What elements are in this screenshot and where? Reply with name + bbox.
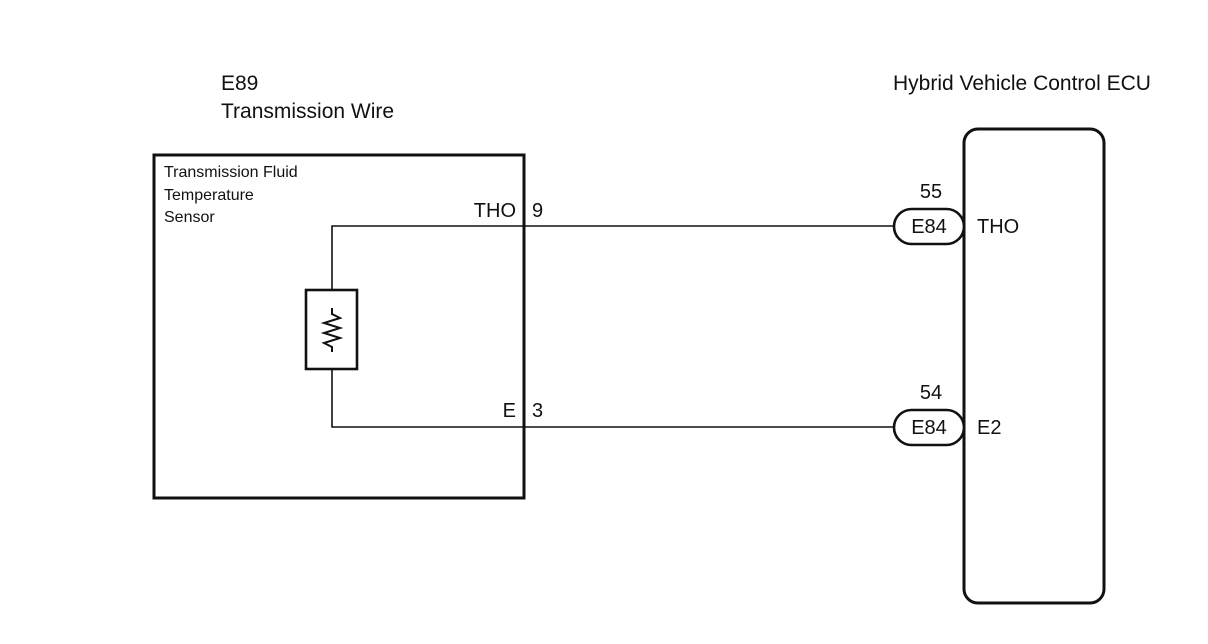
sensor-label-line-3: Sensor — [164, 209, 215, 226]
resistor-zigzag-icon — [320, 308, 344, 352]
harness-name-label: Transmission Wire — [221, 100, 394, 123]
ecu-terminal-name-e2: E2 — [977, 417, 1001, 439]
sensor-terminal-name-e: E — [503, 400, 516, 422]
ecu-connector-id-e2: E84 — [911, 417, 947, 439]
ecu-box — [962, 127, 1106, 605]
sensor-terminal-pin-9: 9 — [532, 200, 543, 222]
sensor-box — [152, 153, 526, 500]
ecu-connector-tho — [892, 207, 966, 246]
thermistor-resistor-icon — [304, 288, 359, 371]
ecu-pin-55: 55 — [920, 181, 942, 203]
ecu-title: Hybrid Vehicle Control ECU — [893, 72, 1151, 95]
sensor-internal-wire-e — [331, 369, 524, 428]
ecu-connector-id-tho: E84 — [911, 216, 947, 238]
ecu-terminal-name-tho: THO — [977, 216, 1019, 238]
ecu-pin-54: 54 — [920, 382, 942, 404]
sensor-label-line-2: Temperature — [164, 187, 254, 204]
ecu-connector-e2 — [892, 408, 966, 447]
sensor-terminal-name-tho: THO — [474, 200, 516, 222]
connector-id-label: E89 — [221, 72, 258, 95]
sensor-internal-wire-tho — [331, 225, 524, 290]
sensor-terminal-pin-3: 3 — [532, 400, 543, 422]
sensor-label-line-1: Transmission Fluid — [164, 164, 298, 181]
